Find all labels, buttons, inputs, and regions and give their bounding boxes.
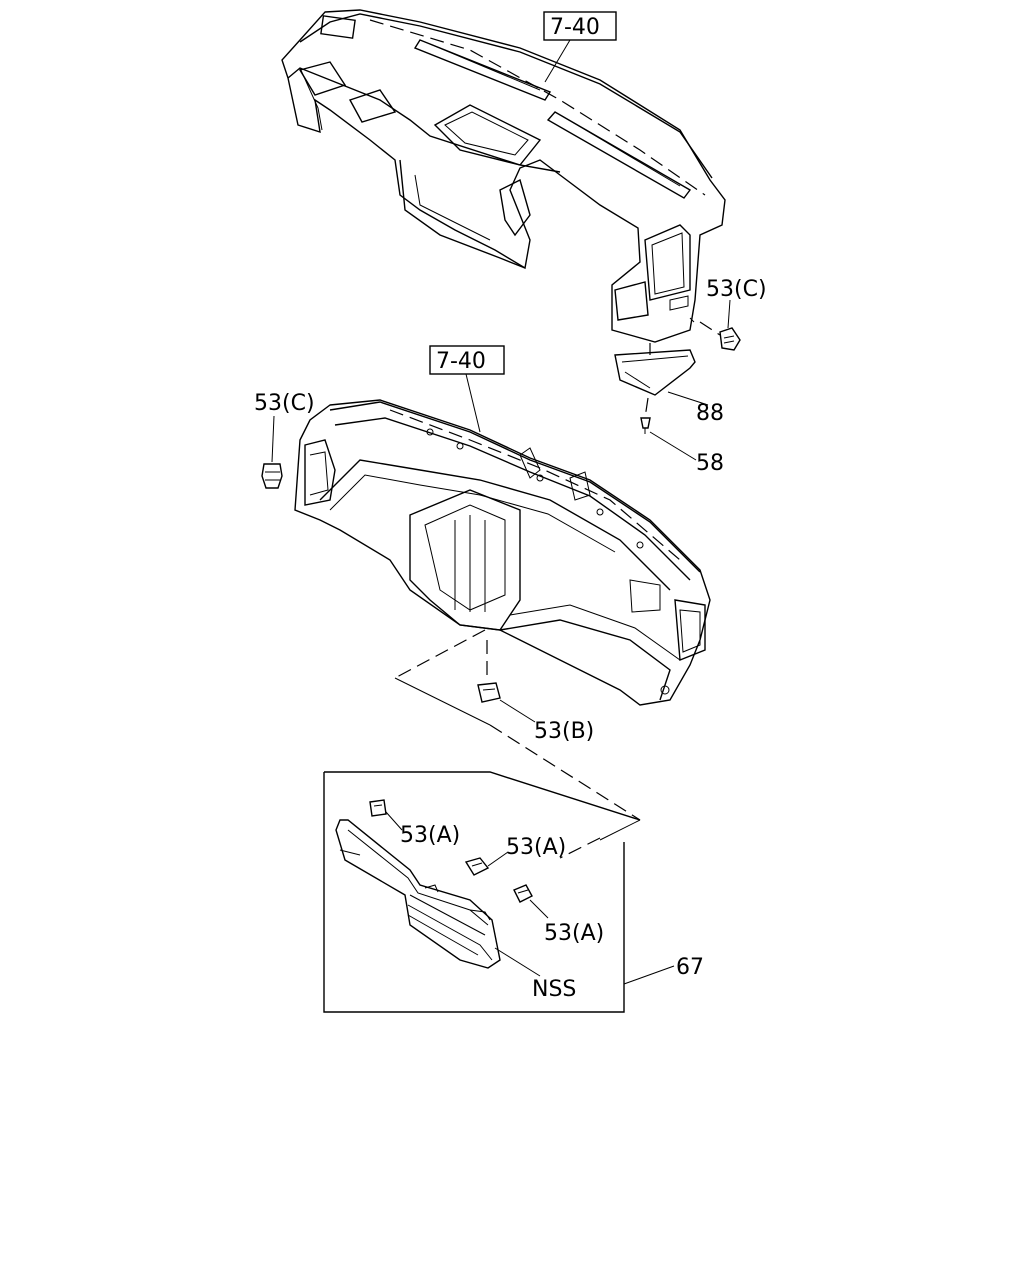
clip-53b: 53(B) xyxy=(477,640,594,744)
instrument-panel-frame xyxy=(294,399,711,706)
label-53c-left: 53(C) xyxy=(254,391,315,416)
label-88: 88 xyxy=(696,401,724,426)
clip-53a-3: 53(A) xyxy=(513,884,604,946)
callout-67: 67 xyxy=(623,955,704,985)
bracket-88: 88 xyxy=(614,343,724,426)
clip-53a-1: 53(A) xyxy=(369,799,460,848)
label-53b: 53(B) xyxy=(534,719,594,744)
clip-53a-2: 53(A) xyxy=(464,835,566,876)
garnish-panel xyxy=(335,819,501,969)
label-53a-2: 53(A) xyxy=(506,835,566,860)
nss-callout: NSS xyxy=(494,947,576,1002)
ref-7-40-middle: 7-40 xyxy=(429,345,505,433)
screw-58: 58 xyxy=(640,397,724,476)
bolt-53c-left: 53(C) xyxy=(254,391,315,489)
label-67: 67 xyxy=(676,955,704,980)
ref-7-40-top: 7-40 xyxy=(543,11,617,83)
bolt-53c-right: 53(C) xyxy=(699,277,767,351)
connection-guide xyxy=(394,629,641,841)
instrument-panel-upper xyxy=(281,9,726,343)
ref-7-40-middle-text: 7-40 xyxy=(436,349,486,374)
label-58: 58 xyxy=(696,451,724,476)
label-53c-right: 53(C) xyxy=(706,277,767,302)
label-53a-1: 53(A) xyxy=(400,823,460,848)
ref-7-40-top-text: 7-40 xyxy=(550,15,600,40)
label-nss: NSS xyxy=(532,977,576,1002)
detail-box-67 xyxy=(323,771,641,1013)
label-53a-3: 53(A) xyxy=(544,921,604,946)
